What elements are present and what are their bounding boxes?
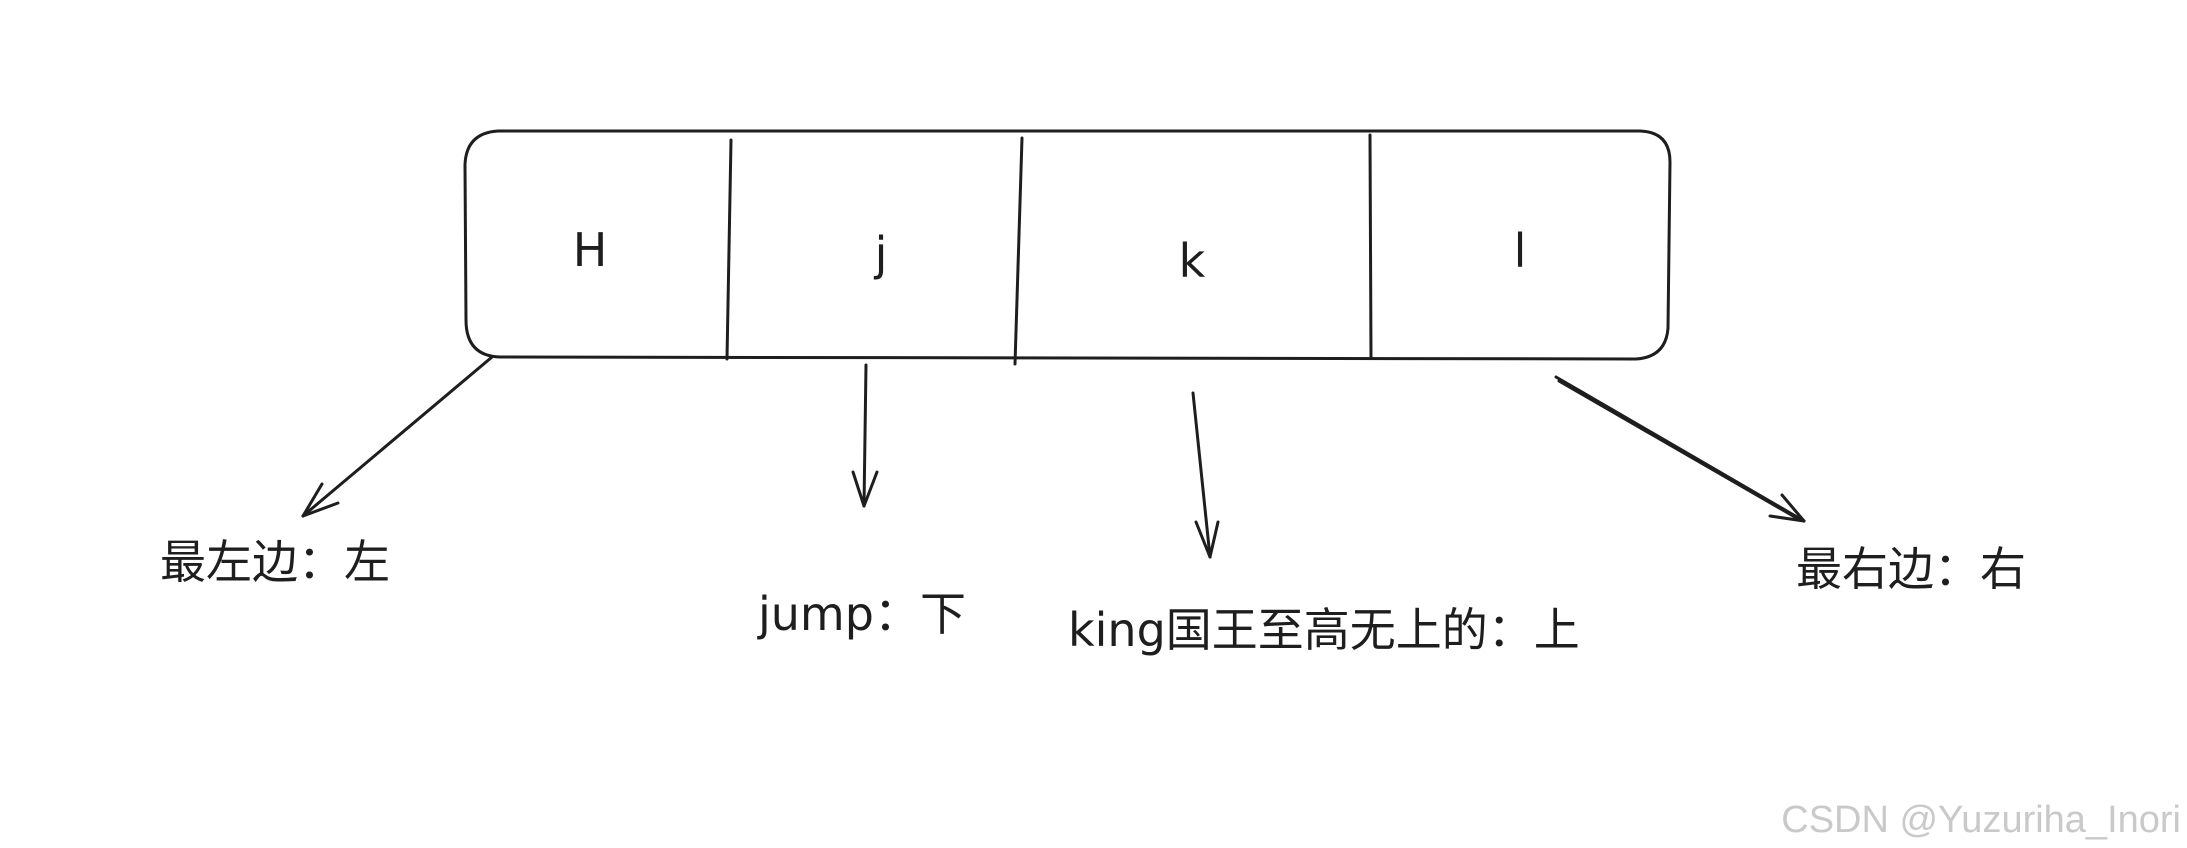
key-l-letter: l [1514, 224, 1527, 278]
divider-h-j [725, 138, 733, 361]
label-l-description: 最右边：右 [1796, 542, 2026, 596]
key-j-letter: j [874, 227, 888, 281]
label-j-description: jump：下 [757, 587, 966, 641]
arrow-down [851, 363, 879, 508]
key-row-box [463, 129, 1672, 361]
arrow-up-label [1191, 391, 1220, 559]
divider-j-k [1013, 136, 1024, 366]
label-k-description: king国王至高无上的：上 [1068, 603, 1580, 657]
csdn-watermark: CSDN @Yuzuriha_Inori [1781, 799, 2181, 841]
divider-k-l [1368, 133, 1373, 360]
label-h-description: 最左边：左 [160, 535, 390, 589]
key-k-letter: k [1179, 234, 1206, 288]
key-h-letter: H [573, 223, 608, 277]
arrow-right [1554, 375, 1806, 523]
arrow-left [301, 355, 494, 518]
